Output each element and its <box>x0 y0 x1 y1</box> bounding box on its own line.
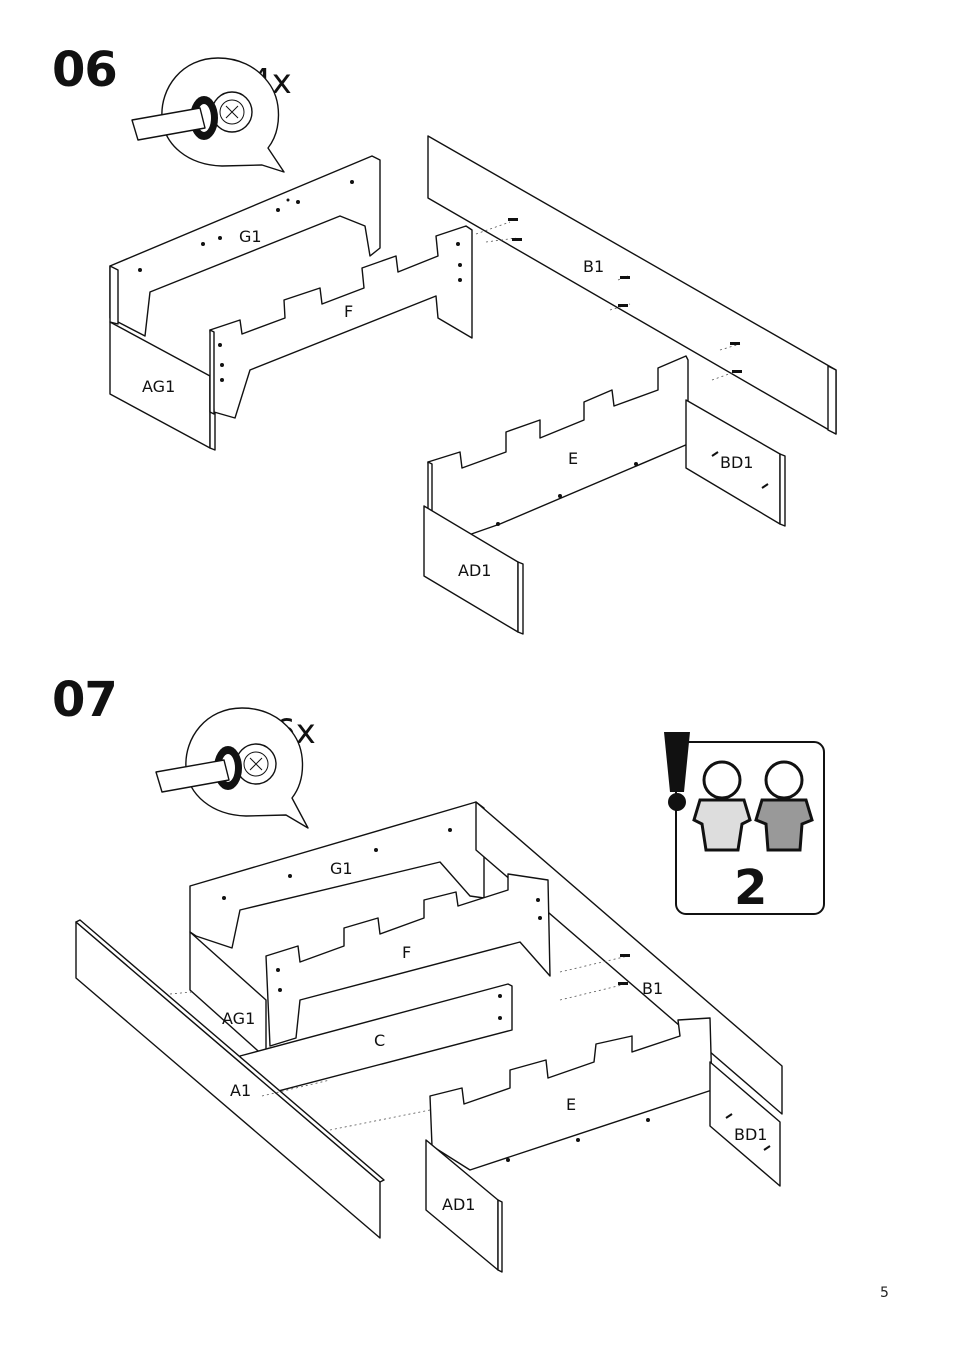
panel-f <box>209 225 473 419</box>
two-people-notice: 2 <box>664 732 825 916</box>
panel-b1 <box>427 135 837 435</box>
label-ad1-07: AD1 <box>442 1195 475 1214</box>
two-people-icon <box>692 760 814 852</box>
page-number: 5 <box>880 1285 889 1301</box>
label-f: F <box>344 302 353 321</box>
step-number-07: 07 <box>52 672 118 728</box>
label-c-07: C <box>374 1031 385 1050</box>
exclamation-icon <box>664 732 690 792</box>
panel-g1 <box>109 155 381 337</box>
label-b1: B1 <box>583 257 604 276</box>
panel-ad1-07 <box>425 1139 503 1273</box>
panel-e <box>427 355 689 539</box>
panel-e-07 <box>429 1017 713 1171</box>
panel-bd1 <box>685 399 786 527</box>
step-number-06: 06 <box>52 42 118 98</box>
label-e-07: E <box>566 1095 576 1114</box>
label-bd1: BD1 <box>720 453 753 472</box>
label-f-07: F <box>402 943 411 962</box>
screwdriver-cam-lock-icon <box>131 57 285 173</box>
panel-bd1-07 <box>709 1061 781 1187</box>
label-ad1: AD1 <box>458 561 491 580</box>
screwdriver-cam-lock-icon-07 <box>155 707 309 829</box>
label-g1: G1 <box>239 227 262 246</box>
label-a1-07: A1 <box>230 1081 251 1100</box>
label-ag1-07: AG1 <box>222 1009 255 1028</box>
label-bd1-07: BD1 <box>734 1125 767 1144</box>
panel-f-07 <box>265 873 551 1047</box>
label-e: E <box>568 449 578 468</box>
panel-a1-07 <box>75 919 431 1239</box>
panel-ad1 <box>423 505 524 635</box>
people-count: 2 <box>734 860 767 916</box>
label-b1-07: B1 <box>642 979 663 998</box>
label-ag1: AG1 <box>142 377 175 396</box>
label-g1-07: G1 <box>330 859 353 878</box>
